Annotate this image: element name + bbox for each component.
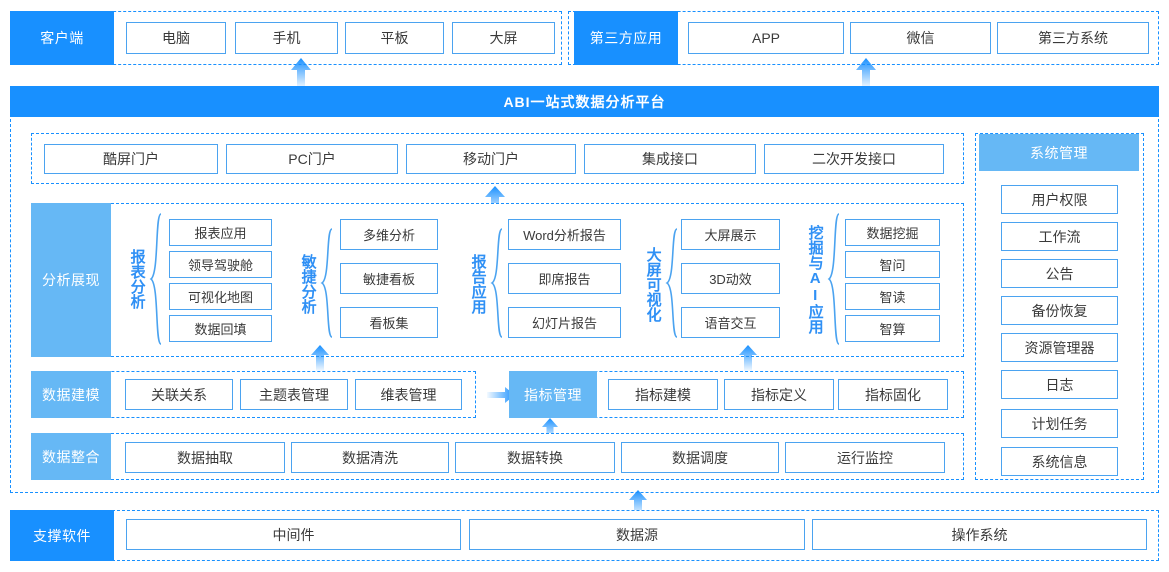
analysis-section-label: 分析展现	[31, 203, 111, 357]
analysis-item-0-1[interactable]: 领导驾驶舱	[169, 251, 272, 278]
analysis-item-3-0[interactable]: 大屏展示	[681, 219, 780, 250]
portal-item-1[interactable]: PC门户	[226, 144, 398, 174]
system-item-7[interactable]: 系统信息	[1001, 447, 1118, 476]
analysis-group-caption-3: 大屏可视化	[644, 246, 662, 322]
support-item-0[interactable]: 中间件	[126, 519, 461, 550]
arrow-up-to-indicator	[541, 418, 559, 440]
integration-item-4[interactable]: 运行监控	[785, 442, 945, 473]
arrow-up-to-report-group	[310, 345, 330, 371]
analysis-item-4-3[interactable]: 智算	[845, 315, 940, 342]
analysis-item-0-2[interactable]: 可视化地图	[169, 283, 272, 310]
client-item-1[interactable]: 手机	[235, 22, 338, 54]
client-item-0[interactable]: 电脑	[126, 22, 226, 54]
system-item-3[interactable]: 备份恢复	[1001, 296, 1118, 325]
analysis-group-caption-2: 报告应用	[469, 254, 487, 314]
analysis-item-2-2[interactable]: 幻灯片报告	[508, 307, 621, 338]
third-party-item-2[interactable]: 第三方系统	[997, 22, 1149, 54]
third-party-item-0[interactable]: APP	[688, 22, 844, 54]
analysis-item-2-1[interactable]: 即席报告	[508, 263, 621, 294]
integration-item-2[interactable]: 数据转换	[455, 442, 615, 473]
analysis-group-brace-4	[827, 213, 841, 345]
analysis-item-0-3[interactable]: 数据回填	[169, 315, 272, 342]
analysis-group-brace-1	[320, 228, 334, 338]
system-item-5[interactable]: 日志	[1001, 370, 1118, 399]
arrow-up-to-platform	[628, 490, 648, 516]
modeling-item-1[interactable]: 主题表管理	[240, 379, 348, 410]
arrow-right-to-indicator	[487, 387, 515, 403]
third-party-row-label: 第三方应用	[574, 11, 678, 65]
support-item-1[interactable]: 数据源	[469, 519, 805, 550]
portal-item-3[interactable]: 集成接口	[584, 144, 756, 174]
indicator-item-1[interactable]: 指标定义	[724, 379, 834, 410]
analysis-item-3-2[interactable]: 语音交互	[681, 307, 780, 338]
system-item-4[interactable]: 资源管理器	[1001, 333, 1118, 362]
arrow-up-to-visual-group	[738, 345, 758, 371]
integration-item-1[interactable]: 数据清洗	[291, 442, 449, 473]
modeling-item-0[interactable]: 关联关系	[125, 379, 233, 410]
integration-item-3[interactable]: 数据调度	[621, 442, 779, 473]
client-item-3[interactable]: 大屏	[452, 22, 555, 54]
analysis-group-caption-4: 挖掘与AI应用	[806, 224, 824, 334]
integration-item-0[interactable]: 数据抽取	[125, 442, 285, 473]
analysis-group-brace-2	[490, 228, 504, 338]
client-item-2[interactable]: 平板	[345, 22, 444, 54]
analysis-item-2-0[interactable]: Word分析报告	[508, 219, 621, 250]
system-item-0[interactable]: 用户权限	[1001, 185, 1118, 214]
modeling-row-label: 数据建模	[31, 371, 111, 418]
platform-title-banner: ABI一站式数据分析平台	[10, 86, 1159, 117]
integration-row-label: 数据整合	[31, 433, 111, 480]
modeling-item-2[interactable]: 维表管理	[355, 379, 462, 410]
system-item-6[interactable]: 计划任务	[1001, 409, 1118, 438]
portal-item-4[interactable]: 二次开发接口	[764, 144, 944, 174]
analysis-item-4-0[interactable]: 数据挖掘	[845, 219, 940, 246]
analysis-group-brace-3	[665, 228, 679, 338]
analysis-item-0-0[interactable]: 报表应用	[169, 219, 272, 246]
indicator-item-0[interactable]: 指标建模	[608, 379, 718, 410]
system-item-1[interactable]: 工作流	[1001, 222, 1118, 251]
arrow-up-to-client	[290, 58, 312, 88]
arrow-up-to-portal	[484, 186, 506, 214]
third-party-item-1[interactable]: 微信	[850, 22, 991, 54]
support-row-label: 支撑软件	[10, 510, 114, 561]
support-item-2[interactable]: 操作系统	[812, 519, 1147, 550]
analysis-item-1-0[interactable]: 多维分析	[340, 219, 438, 250]
analysis-item-1-1[interactable]: 敏捷看板	[340, 263, 438, 294]
system-item-2[interactable]: 公告	[1001, 259, 1118, 288]
analysis-item-3-1[interactable]: 3D动效	[681, 263, 780, 294]
analysis-item-4-1[interactable]: 智问	[845, 251, 940, 278]
analysis-group-brace-0	[149, 213, 163, 345]
analysis-item-1-2[interactable]: 看板集	[340, 307, 438, 338]
client-row-label: 客户端	[10, 11, 114, 65]
indicator-item-2[interactable]: 指标固化	[838, 379, 948, 410]
analysis-item-4-2[interactable]: 智读	[845, 283, 940, 310]
analysis-group-caption-0: 报表分析	[128, 249, 146, 309]
analysis-group-caption-1: 敏捷分析	[299, 254, 317, 314]
arrow-up-to-third-party	[855, 58, 877, 88]
system-panel-label: 系统管理	[979, 134, 1139, 171]
portal-item-0[interactable]: 酷屏门户	[44, 144, 218, 174]
indicator-management-label: 指标管理	[509, 371, 597, 418]
portal-item-2[interactable]: 移动门户	[406, 144, 576, 174]
